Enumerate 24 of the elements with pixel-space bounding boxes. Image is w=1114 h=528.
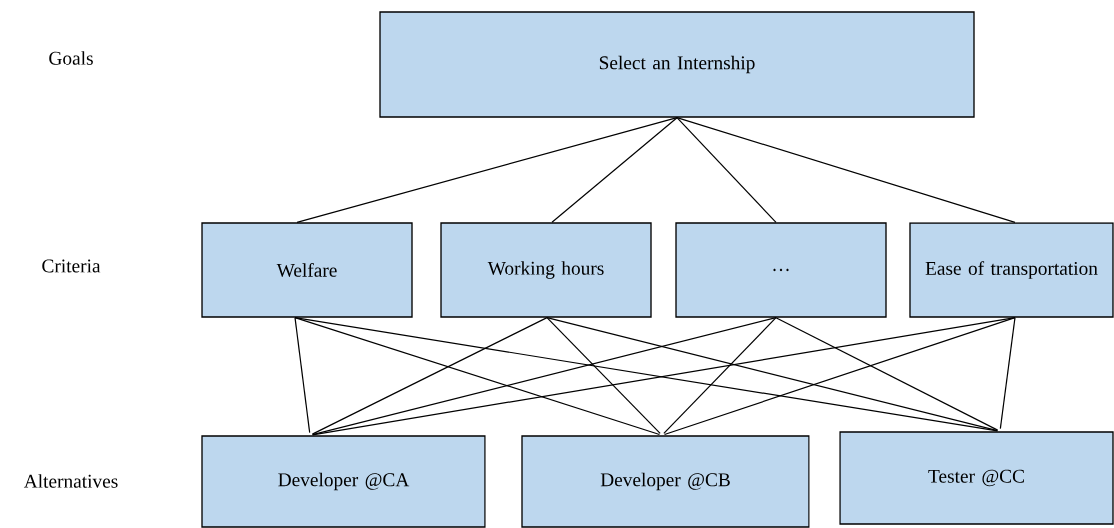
- connector-line: [676, 117, 1016, 223]
- connector-line: [663, 317, 1016, 436]
- criterion-box: Ease of transportation: [909, 222, 1114, 318]
- criterion-box: Working hours: [440, 222, 652, 318]
- connector-line: [546, 317, 661, 434]
- connector-line: [546, 317, 998, 432]
- connector-line: [311, 317, 548, 435]
- criterion-box: Welfare: [201, 222, 413, 318]
- connector-line: [663, 317, 777, 434]
- level-label: Criteria: [42, 259, 101, 273]
- connector-line: [676, 117, 777, 223]
- connector-line: [312, 317, 777, 436]
- level-label: Alternatives: [23, 474, 118, 488]
- alternative-box: Tester @CC: [839, 431, 1114, 525]
- connector-line: [296, 117, 678, 223]
- connector-line: [551, 117, 678, 223]
- goal-box: Select an Internship: [379, 11, 975, 118]
- alternative-box: Developer @CB: [521, 435, 810, 528]
- connector-line: [999, 317, 1016, 430]
- level-label: Goals: [49, 51, 93, 65]
- connector-line: [294, 317, 311, 434]
- connector-line: [775, 317, 999, 431]
- alternative-box: Developer @CA: [201, 435, 486, 528]
- criterion-box: …: [675, 222, 887, 318]
